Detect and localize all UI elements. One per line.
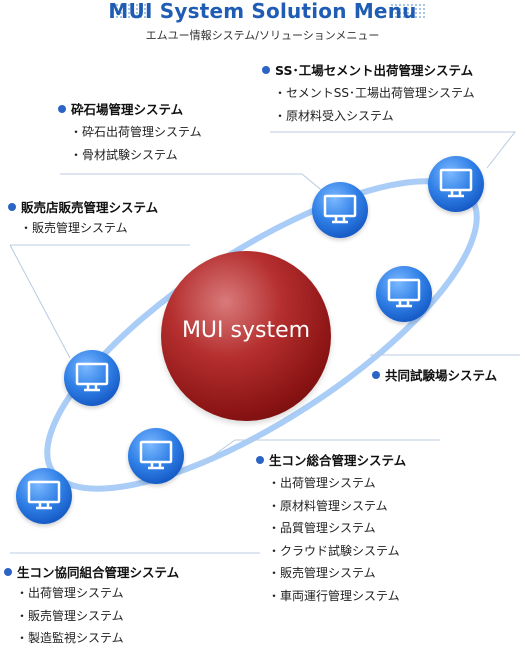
monitor-icon: [387, 278, 421, 308]
mui-system-label: MUI system: [181, 318, 311, 343]
node-joint-lab: [376, 266, 432, 322]
list-item: 出荷管理システム: [268, 472, 406, 495]
group-dealer: 販売店販売管理システム 販売管理システム: [8, 199, 158, 240]
monitor-icon: [75, 362, 109, 392]
bullet-icon: [4, 568, 12, 576]
list-item: クラウド試験システム: [268, 540, 406, 563]
connector-ss: [270, 131, 517, 169]
list-item: 販売管理システム: [268, 562, 406, 585]
monitor-icon: [323, 194, 357, 224]
group-heading: 砕石場管理システム: [58, 101, 202, 119]
group-joint-lab: 共同試験場システム: [372, 367, 497, 385]
list-item: 製造監視システム: [16, 627, 179, 650]
group-quarry: 砕石場管理システム 砕石出荷管理システム 骨材試験システム: [58, 101, 202, 166]
connector-dealer: [9, 244, 71, 359]
monitor-icon: [439, 168, 473, 198]
bullet-icon: [256, 456, 264, 464]
node-namacon-union: [16, 468, 72, 524]
node-ss-cement: [428, 156, 484, 212]
list-item: 販売管理システム: [16, 605, 179, 628]
mui-system-sphere: [161, 251, 331, 421]
bullet-icon: [8, 203, 16, 211]
list-item: 原材料管理システム: [268, 495, 406, 518]
list-item: 原材料受入システム: [274, 105, 475, 128]
connector-namacon-total: [199, 439, 440, 466]
group-namacon-union: 生コン協同組合管理システム 出荷管理システム 販売管理システム 製造監視システム: [4, 564, 179, 650]
bullet-icon: [262, 66, 270, 74]
page-title: MUI System Solution Menu: [108, 0, 417, 23]
title-dots-left: [111, 3, 147, 19]
group-heading: 共同試験場システム: [372, 367, 497, 385]
list-item: 品質管理システム: [268, 517, 406, 540]
monitor-icon: [27, 480, 61, 510]
connector-quarry: [60, 173, 326, 194]
title-dots-right: [390, 3, 426, 19]
list-item: 砕石出荷管理システム: [70, 121, 202, 144]
list-item: 出荷管理システム: [16, 582, 179, 605]
node-namacon-total: [128, 428, 184, 484]
list-item: 骨材試験システム: [70, 144, 202, 167]
bullet-icon: [58, 105, 66, 113]
bullet-icon: [372, 371, 380, 379]
monitor-icon: [139, 440, 173, 470]
list-item: 車両運行管理システム: [268, 585, 406, 608]
node-quarry: [312, 182, 368, 238]
group-heading: 生コン総合管理システム: [256, 452, 406, 470]
group-namacon-total: 生コン総合管理システム 出荷管理システム 原材料管理システム 品質管理システム …: [256, 452, 406, 607]
list-item: セメントSS･工場出荷管理システム: [274, 82, 475, 105]
page-subtitle: エムユー情報システム/ソリューションメニュー: [145, 29, 380, 42]
group-heading: 生コン協同組合管理システム: [4, 564, 179, 582]
node-dealer: [64, 350, 120, 406]
group-ss-cement: SS･工場セメント出荷管理システム セメントSS･工場出荷管理システム 原材料受…: [262, 62, 475, 127]
list-item: 販売管理システム: [20, 217, 158, 240]
group-heading: SS･工場セメント出荷管理システム: [262, 62, 475, 80]
group-heading: 販売店販売管理システム: [8, 199, 158, 217]
